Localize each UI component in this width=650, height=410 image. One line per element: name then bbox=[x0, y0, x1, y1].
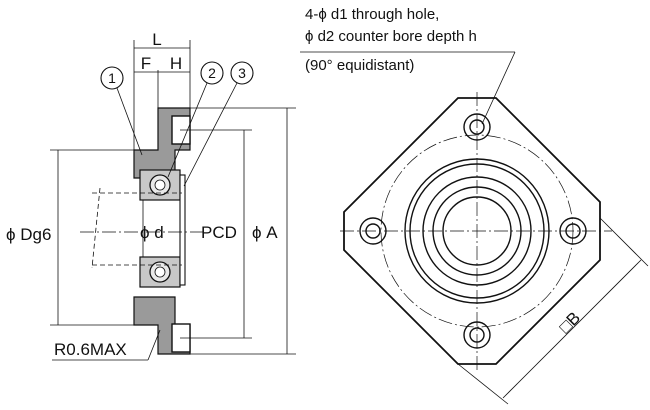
dim-d-label: ϕ d bbox=[140, 223, 164, 242]
dim-B-label: □B bbox=[555, 308, 584, 337]
dim-PCD-label: PCD bbox=[201, 223, 237, 242]
front-view bbox=[300, 51, 649, 405]
balloon-1 bbox=[100, 66, 124, 90]
bolt-hole-bottom bbox=[463, 321, 491, 349]
side-section-view bbox=[50, 40, 296, 361]
part-2-number: 2 bbox=[208, 65, 216, 81]
bolt-hole-right bbox=[559, 217, 587, 245]
bolt-hole-left bbox=[359, 217, 387, 245]
retaining-ring bbox=[179, 174, 186, 286]
part-1-number: 1 bbox=[108, 70, 116, 86]
note-line-3: (90° equidistant) bbox=[305, 57, 414, 74]
balloon-2 bbox=[200, 61, 224, 85]
note-line-2: ϕ d2 counter bore depth h bbox=[305, 28, 477, 45]
bolt-hole-top bbox=[463, 113, 491, 141]
dim-F-label: F bbox=[141, 54, 151, 73]
dim-A-label: ϕ A bbox=[252, 223, 278, 242]
dim-L-label: L bbox=[152, 30, 161, 49]
balloon-3 bbox=[230, 61, 254, 85]
dim-H-label: H bbox=[170, 54, 182, 73]
square-flange-outline bbox=[343, 97, 601, 365]
radius-label: R0.6MAX bbox=[54, 340, 127, 359]
note-line-1: 4-ϕ d1 through hole, bbox=[305, 6, 439, 23]
dim-Dg6-label: ϕ Dg6 bbox=[6, 225, 51, 244]
part-3-number: 3 bbox=[238, 65, 246, 81]
